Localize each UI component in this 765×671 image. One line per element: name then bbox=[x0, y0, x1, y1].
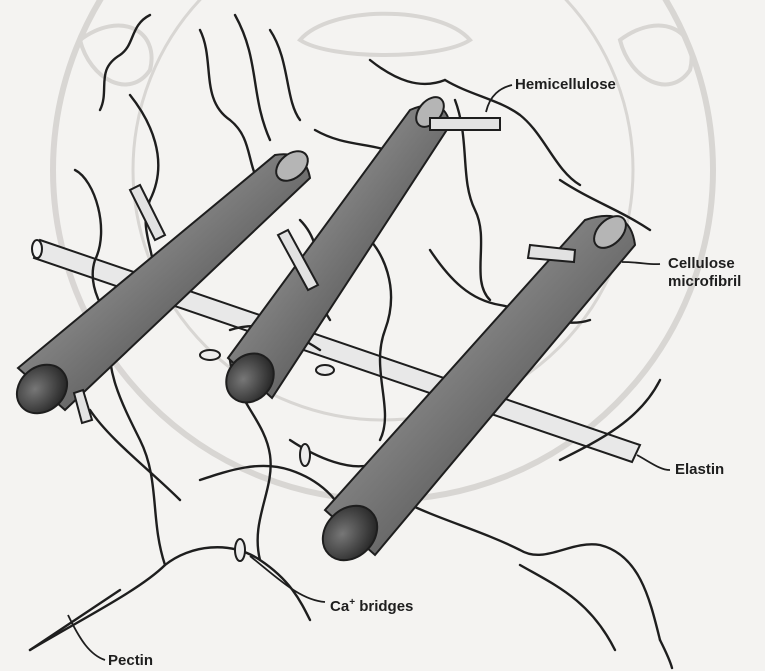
hemicellulose-label: Hemicellulose bbox=[515, 76, 616, 93]
ca-bridges-label: Ca+ bridges bbox=[330, 594, 413, 615]
ca-bridges-suffix: bridges bbox=[355, 598, 413, 615]
cellulose-label-line1: Cellulose bbox=[668, 255, 735, 272]
ca-bridges-prefix: Ca bbox=[330, 598, 349, 615]
pectin-label: Pectin bbox=[108, 652, 153, 669]
cellulose-microfibril-2 bbox=[216, 92, 450, 412]
elastin-label: Elastin bbox=[675, 461, 724, 478]
cellulose-label-line2: microfibril bbox=[668, 273, 741, 290]
